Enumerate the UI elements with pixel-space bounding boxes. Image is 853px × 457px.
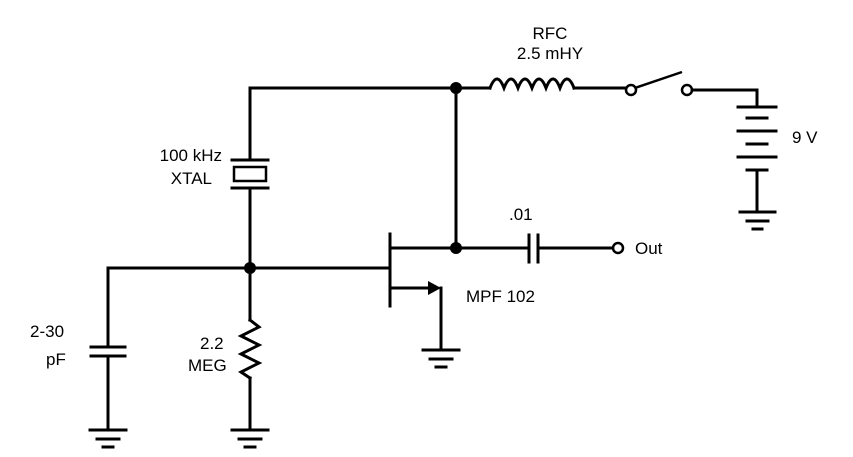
rf-choke-inductor (488, 77, 628, 93)
trimmer-value-label: 2-30 (30, 322, 65, 341)
junction-dot-drain (450, 242, 462, 254)
crystal-xtal (230, 158, 270, 270)
transistor-label: MPF 102 (466, 287, 535, 306)
ground-symbol-trimmer (88, 428, 128, 449)
coupling-cap-label: .01 (509, 205, 533, 224)
power-switch (624, 70, 759, 107)
jfet-transistor (388, 232, 458, 350)
battery-voltage-label: 9 V (792, 128, 818, 147)
rfc-name-label: RFC (532, 24, 568, 43)
ground-symbol-resistor (230, 428, 270, 449)
coupling-capacitor (454, 233, 615, 264)
trimmer-unit-label: pF (46, 350, 66, 369)
resistor-value-label: 2.2 (200, 334, 224, 353)
trimmer-capacitor (89, 345, 127, 430)
crystal-frequency-label: 100 kHz (159, 146, 222, 165)
ground-symbol-battery (738, 210, 777, 231)
junction-dot-top (450, 82, 462, 94)
output-label: Out (635, 239, 663, 258)
crystal-name-label: XTAL (170, 169, 212, 188)
top-rail-wire (248, 86, 492, 250)
ground-symbol-source (421, 348, 461, 369)
output-terminal[interactable] (611, 241, 625, 255)
resistor-2-2meg (237, 317, 263, 430)
battery-9v (736, 105, 778, 212)
junction-dot-gate (244, 262, 256, 274)
rfc-value-label: 2.5 mHY (516, 44, 584, 63)
resistor-unit-label: MEG (188, 356, 227, 375)
